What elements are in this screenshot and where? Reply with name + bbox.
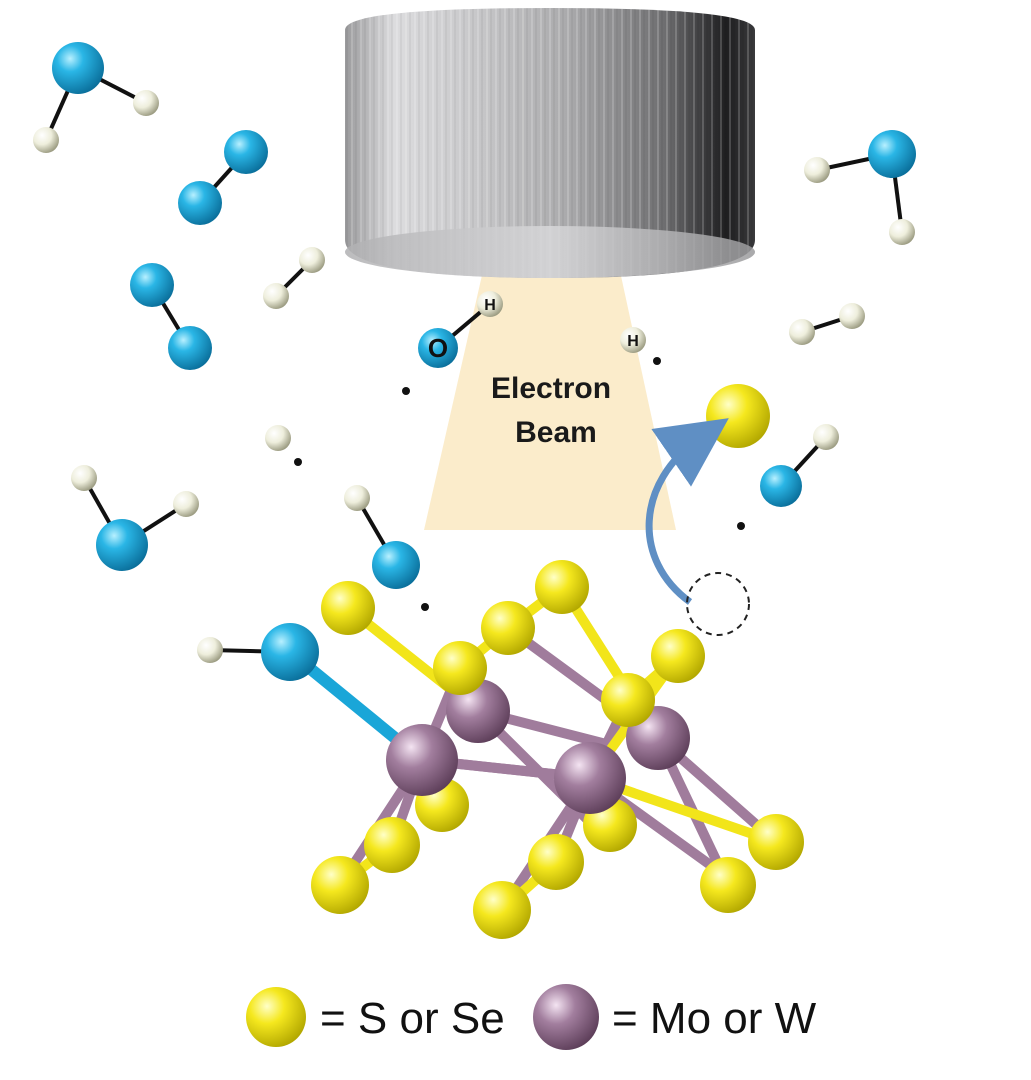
legend-chalcogen-swatch (246, 987, 306, 1047)
hydrogen-molecule (789, 303, 865, 345)
hydrogen-radical: H (620, 327, 646, 353)
hydrogen-atom (265, 425, 291, 451)
sputtered-chalcogen-atom (706, 384, 770, 448)
free-hydrogen-label: H (627, 333, 639, 350)
legend: = S or Se = Mo or W (246, 984, 817, 1050)
water-molecule (71, 465, 199, 571)
chalcogen-vacancy (686, 572, 750, 636)
beam-label-line2: Beam (515, 416, 597, 449)
electron-beam (424, 262, 676, 530)
beam-label-line1: Electron (491, 372, 611, 405)
radical-dot (421, 603, 429, 611)
radical-dot (294, 458, 302, 466)
hydroxyl-molecule (344, 485, 420, 589)
radical-dot (737, 522, 745, 530)
oxygen-label: O (428, 333, 448, 363)
tmd-lattice (290, 560, 804, 939)
legend-metal-swatch (533, 984, 599, 1050)
hydroxyl-radical: O H (418, 291, 503, 368)
oxygen-molecule (130, 263, 212, 370)
adsorbed-hydroxyl (197, 623, 319, 681)
legend-chalcogen-label: = S or Se (320, 994, 505, 1043)
radical-dot (402, 387, 410, 395)
hydrogen-label: H (484, 297, 496, 314)
hydroxyl-molecule (760, 424, 839, 507)
radical-dot (653, 357, 661, 365)
legend-metal-label: = Mo or W (612, 994, 817, 1043)
microscope-lens (345, 8, 755, 278)
water-molecule (804, 130, 916, 245)
water-molecule (33, 42, 159, 153)
hydrogen-molecule (263, 247, 325, 309)
oxygen-molecule (178, 130, 268, 225)
sputter-arrow (645, 418, 729, 605)
